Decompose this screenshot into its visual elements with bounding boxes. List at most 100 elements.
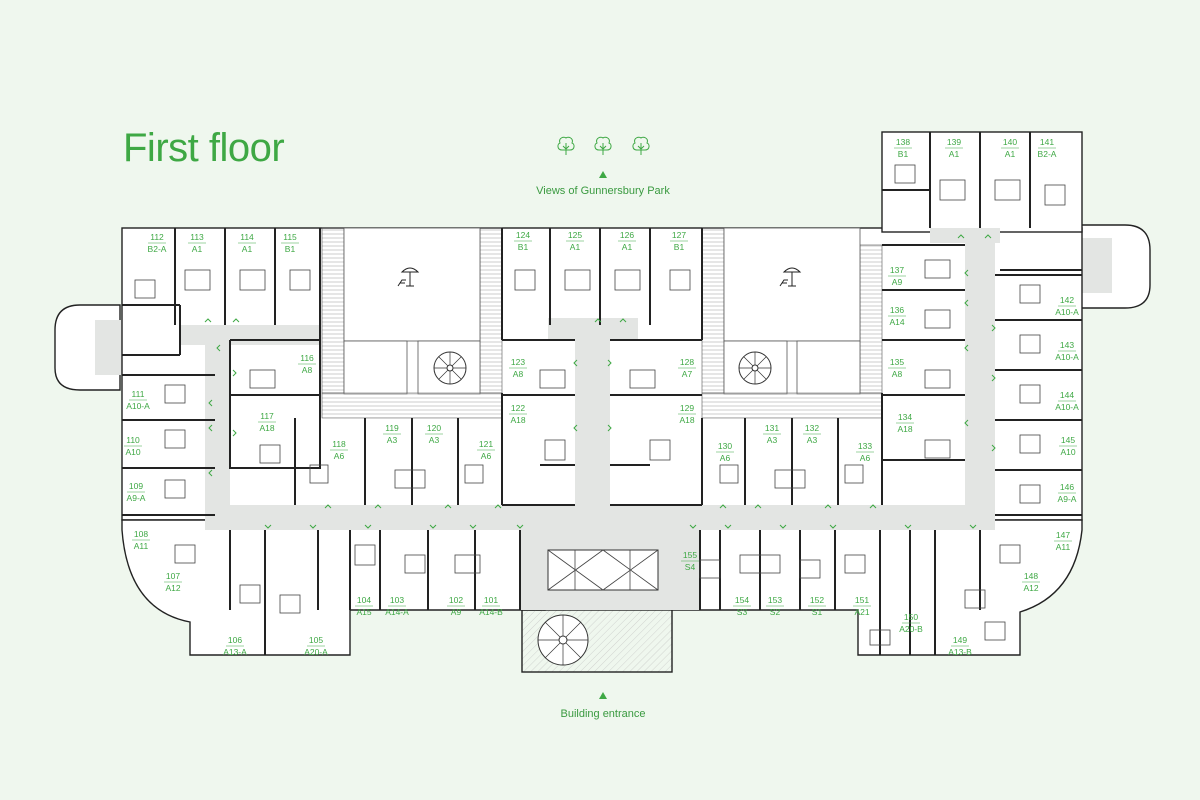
unit-type: A20-A — [304, 647, 328, 657]
unit-number: 119 — [385, 423, 399, 433]
unit-type: A12 — [1023, 583, 1038, 593]
unit-number: 150 — [904, 612, 918, 622]
unit-number: 121 — [479, 439, 493, 449]
east-pod — [1079, 224, 1151, 309]
unit-number: 114 — [240, 232, 254, 242]
unit-type: S4 — [685, 562, 696, 572]
unit-number: 111 — [132, 389, 145, 399]
unit-number: 151 — [855, 595, 869, 605]
tree-icon — [632, 136, 650, 156]
unit-number: 140 — [1003, 137, 1017, 147]
spiral-stair-icon — [537, 614, 589, 666]
unit-type: A8 — [892, 369, 903, 379]
unit-type: A1 — [949, 149, 960, 159]
unit-type: A11 — [134, 541, 149, 551]
parasol-lounger-icon — [397, 267, 420, 287]
unit-number: 103 — [390, 595, 404, 605]
courtyard-west — [321, 227, 503, 419]
unit-type: S3 — [737, 607, 748, 617]
unit-number: 152 — [810, 595, 824, 605]
unit-number: 130 — [718, 441, 732, 451]
unit-number: 128 — [680, 357, 694, 367]
unit-number: 141 — [1040, 137, 1054, 147]
tree-icon — [557, 136, 575, 156]
unit-number: 135 — [890, 357, 904, 367]
unit-number: 126 — [620, 230, 634, 240]
unit-type: A3 — [807, 435, 818, 445]
tree-icon — [594, 136, 612, 156]
unit-type: A14-A — [385, 607, 409, 617]
unit-type: A8 — [302, 365, 313, 375]
unit-number: 123 — [511, 357, 525, 367]
unit-number: 106 — [228, 635, 242, 645]
unit-type: A10 — [1060, 447, 1075, 457]
unit-number: 108 — [134, 529, 148, 539]
spiral-stair-icon — [433, 351, 467, 385]
unit-type: A11 — [1056, 542, 1071, 552]
unit-number: 136 — [890, 305, 904, 315]
unit-type: A9-A — [1058, 494, 1077, 504]
spiral-stair-icon — [738, 351, 772, 385]
unit-type: B2-A — [148, 244, 167, 254]
unit-number: 133 — [858, 441, 872, 451]
unit-number: 115 — [283, 232, 297, 242]
unit-number: 127 — [672, 230, 686, 240]
unit-number: 153 — [768, 595, 782, 605]
